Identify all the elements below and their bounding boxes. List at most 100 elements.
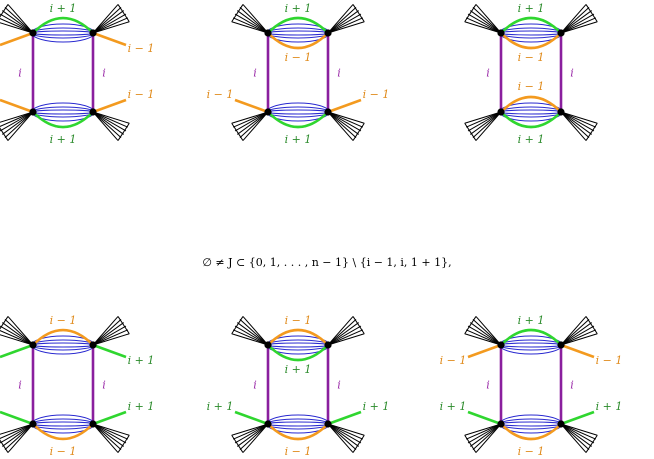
bottom-left-fan-ray: [0, 423, 34, 444]
top-left-fan-ray: [0, 334, 34, 346]
top-blue-bundle: [499, 342, 563, 348]
vertex: [497, 420, 505, 428]
bottom-left-leg: [0, 98, 34, 114]
bottom-left-fan-ray: [239, 423, 269, 451]
top-right-fan-ray: [327, 333, 365, 346]
bottom-right-leg: [327, 410, 362, 426]
bottom-left-fan-ray: [234, 111, 269, 132]
top-right-fan-ray: [327, 10, 359, 34]
top-inner-arc: [267, 32, 329, 50]
top-left-fan-ray: [0, 22, 34, 34]
bottom-blue-bundle: [499, 106, 563, 118]
top-left-fan-ray: [467, 13, 502, 34]
top-left-fan-ray: [231, 333, 269, 346]
bottom-right-fan-cap: [585, 435, 598, 453]
top-right-fan-cap: [352, 316, 365, 334]
top-arc: [500, 16, 562, 34]
vertex: [89, 420, 97, 428]
label-top-arc: i − 1: [285, 314, 312, 327]
top-left-fan-ray: [239, 318, 269, 346]
bottom-left-fan-ray: [232, 111, 269, 128]
bottom-blue-bundle: [266, 106, 330, 118]
top-right-fan-ray: [560, 13, 595, 34]
label-i-left: i: [18, 379, 22, 392]
bottom-left-fan-ray: [242, 423, 269, 453]
bottom-left-fan-cap: [464, 123, 477, 141]
bottom-left-fan-ray: [465, 423, 502, 440]
top-left-fan-cap: [464, 316, 477, 334]
bottom-left-fan-ray: [7, 423, 34, 453]
top-right-fan-ray: [327, 322, 359, 346]
bottom-right-fan-ray: [327, 423, 365, 436]
top-right-fan-ray: [92, 21, 130, 34]
bottom-right-fan-ray: [327, 423, 362, 444]
top-left-leg: [467, 343, 502, 359]
top-right-fan-ray: [92, 17, 129, 34]
vertex: [497, 341, 505, 349]
bottom-right-fan-ray: [327, 111, 364, 128]
label-i-right: i: [102, 379, 106, 392]
bottom-left-fan-cap: [464, 435, 477, 453]
top-left-fan-ray: [472, 318, 502, 346]
bottom-right-fan-ray: [92, 423, 130, 436]
label-top-left-leg: i − 1: [440, 354, 467, 367]
bottom-arc: [32, 423, 94, 441]
bottom-left-fan-ray: [2, 111, 34, 135]
label-bottom-right-leg: i + 1: [363, 400, 390, 413]
top-left-fan-ray: [0, 330, 34, 346]
label-i-left: i: [18, 67, 22, 80]
vertex: [557, 108, 565, 116]
bottom-left-fan-ray: [467, 111, 502, 132]
top-left-fan-ray: [464, 21, 502, 34]
top-left-fan-ray: [475, 316, 502, 346]
bottom-right-fan-ray: [560, 111, 592, 135]
top-right-fan-ray: [327, 13, 362, 34]
label-top-right-leg: i − 1: [128, 42, 155, 55]
bottom-blue-bundle: [499, 418, 563, 430]
top-right-fan-ray: [327, 325, 362, 346]
top-right-leg: [92, 31, 127, 47]
bottom-right-fan-ray: [327, 423, 364, 440]
top-left-leg: [0, 31, 34, 47]
label-top-inner: i − 1: [285, 51, 312, 64]
label-top-arc: i + 1: [518, 314, 545, 327]
vertex: [324, 108, 332, 116]
top-left-fan-ray: [0, 18, 34, 34]
top-blue-bundle: [499, 339, 563, 351]
bottom-right-fan-ray: [92, 423, 127, 444]
label-bottom-arc: i + 1: [285, 133, 312, 146]
bottom-left-fan-ray: [234, 423, 269, 444]
top-left-fan-ray: [467, 325, 502, 346]
label-top-arc: i + 1: [50, 2, 77, 15]
top-right-fan-ray: [560, 6, 590, 34]
label-bottom-arc: i + 1: [50, 133, 77, 146]
bottom-right-fan-ray: [327, 111, 362, 132]
label-top-right-leg: i + 1: [128, 354, 155, 367]
top-arc: [32, 16, 94, 34]
bottom-left-fan-ray: [239, 111, 269, 139]
top-right-fan-ray: [327, 4, 354, 34]
top-left-fan-ray: [237, 322, 269, 346]
bottom-left-fan-ray: [237, 111, 269, 135]
top-right-leg: [92, 343, 127, 359]
top-left-fan-cap: [231, 4, 244, 22]
bottom-left-fan-ray: [0, 111, 34, 123]
label-i-left: i: [253, 379, 257, 392]
vertex: [89, 108, 97, 116]
bottom-left-fan-ray: [470, 423, 502, 447]
label-bottom-right-leg: i − 1: [128, 88, 155, 101]
top-arc: [267, 16, 329, 34]
top-right-fan-ray: [560, 333, 598, 346]
vertex: [29, 341, 37, 349]
label-i-right: i: [337, 379, 341, 392]
bottom-left-fan-ray: [0, 423, 34, 435]
bottom-right-fan-cap: [352, 435, 365, 453]
bottom-arc: [500, 423, 562, 441]
top-left-fan-cap: [464, 4, 477, 22]
bottom-left-fan-ray: [0, 111, 34, 127]
top-blue-bundle: [499, 27, 563, 39]
bottom-right-fan-ray: [92, 111, 127, 132]
top-right-fan-ray: [92, 318, 122, 346]
